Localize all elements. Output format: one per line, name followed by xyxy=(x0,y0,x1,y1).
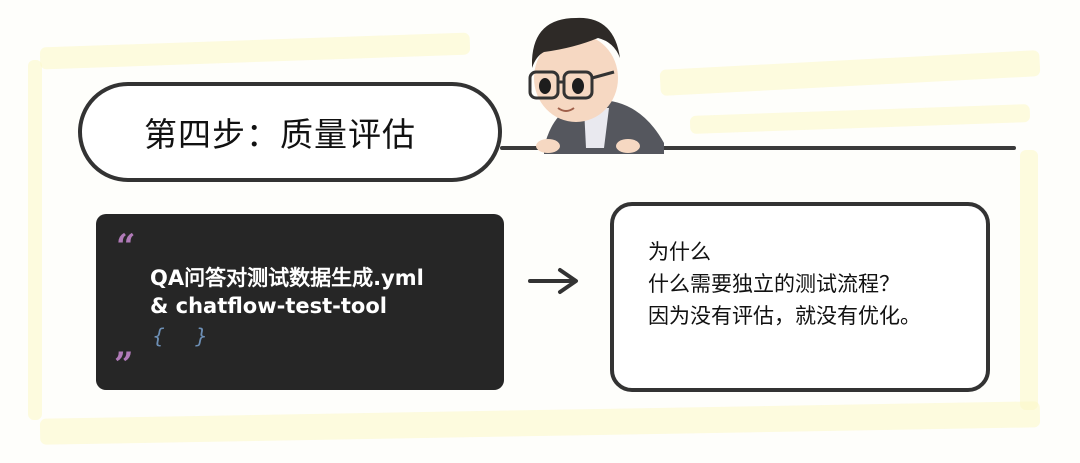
highlight-stroke xyxy=(39,32,471,70)
code-card: “ QA问答对测试数据生成.yml & chatflow-test-tool {… xyxy=(96,214,504,390)
character-avatar-icon xyxy=(528,17,664,154)
highlight-stroke xyxy=(39,401,1041,445)
divider-line xyxy=(500,146,1016,150)
highlight-stroke xyxy=(689,104,1031,134)
close-quote-icon: ” xyxy=(114,345,134,385)
explanation-line-3: 因为没有评估，就没有优化。 xyxy=(648,304,921,328)
explanation-line-2: 什么需要独立的测试流程？ xyxy=(648,272,900,296)
code-line-2: & chatflow-test-tool xyxy=(150,294,387,318)
highlight-stroke xyxy=(1020,150,1038,410)
explanation-line-1: 为什么 xyxy=(648,240,711,264)
highlight-stroke xyxy=(659,50,1041,96)
braces-icon: { } xyxy=(152,324,220,348)
highlight-stroke xyxy=(28,60,42,420)
explanation-box: 为什么 什么需要独立的测试流程？ 因为没有评估，就没有优化。 xyxy=(610,202,990,392)
step-title-pill: 第四步：质量评估 xyxy=(78,82,502,182)
open-quote-icon: “ xyxy=(116,227,136,267)
code-line-1: QA问答对测试数据生成.yml xyxy=(150,266,424,290)
step-title: 第四步：质量评估 xyxy=(144,115,416,154)
arrow-right-icon xyxy=(528,268,578,294)
